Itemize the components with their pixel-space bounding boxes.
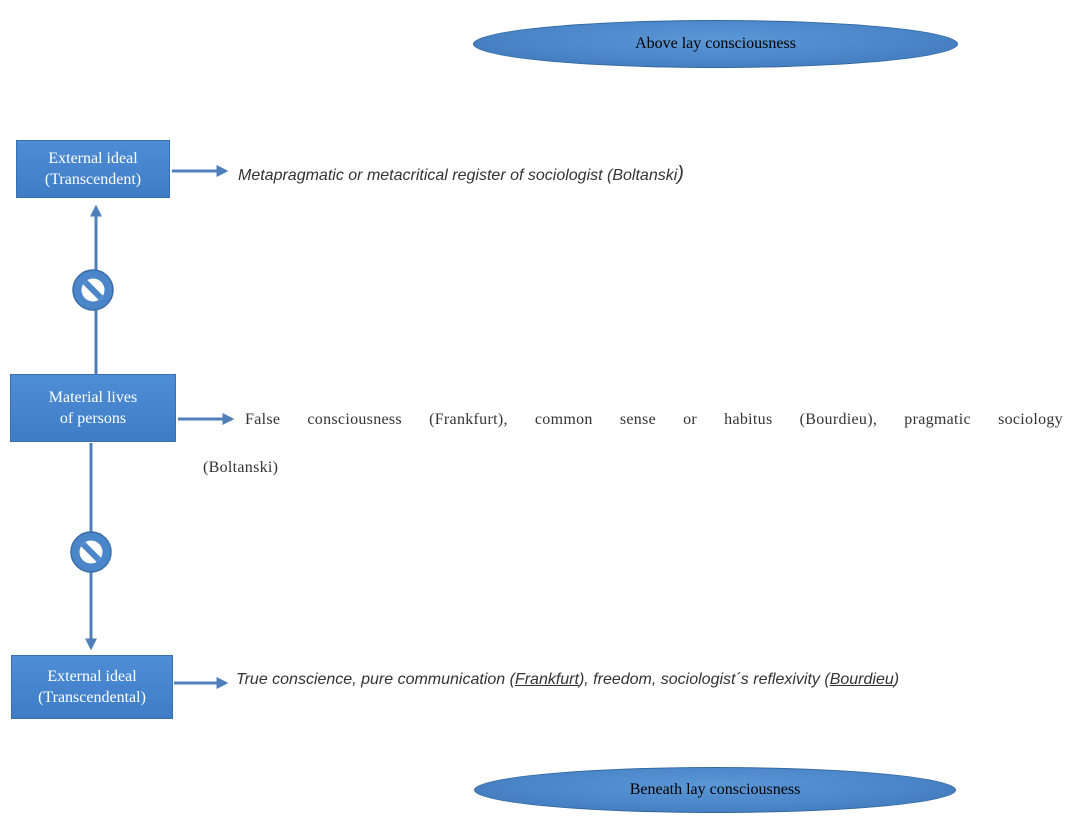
prohibition-icon — [70, 531, 112, 573]
external-ideal-transcendent-box: External ideal (Transcendent) — [16, 140, 170, 198]
prohibition-icon — [72, 269, 114, 311]
box-bot-line1: External ideal — [47, 668, 137, 685]
true-conscience-text-1: True conscience, pure communication ( — [236, 671, 515, 688]
false-consciousness-label-line1: False consciousness (Frankfurt), common … — [245, 411, 1063, 428]
metapragmatic-label: Metapragmatic or metacritical register o… — [238, 163, 684, 186]
true-conscience-text-3: ) — [893, 671, 900, 688]
bourdieu-link-text: Bourdieu — [829, 671, 894, 688]
metapragmatic-close-paren: ) — [677, 163, 684, 185]
box-mid-line2: of persons — [59, 410, 127, 427]
true-conscience-label: True conscience, pure communication (Fra… — [236, 671, 899, 689]
beneath-lay-consciousness-label: Beneath lay consciousness — [629, 781, 801, 798]
true-conscience-text-2: ), freedom, sociologist´s reflexivity ( — [578, 671, 830, 688]
box-top-line1: External ideal — [48, 150, 138, 167]
box-top-line2: (Transcendent) — [44, 171, 142, 188]
box-bot-line2: (Transcendental) — [38, 689, 146, 706]
frankfurt-link-text: Frankfurt — [514, 671, 579, 688]
above-lay-consciousness-label: Above lay consciousness — [635, 35, 796, 52]
external-ideal-transcendental-box: External ideal (Transcendental) — [11, 655, 173, 719]
beneath-lay-consciousness-ellipse: Beneath lay consciousness — [474, 767, 956, 813]
above-lay-consciousness-ellipse: Above lay consciousness — [473, 20, 958, 68]
box-mid-line1: Material lives — [48, 389, 138, 406]
metapragmatic-text: Metapragmatic or metacritical register o… — [238, 167, 678, 184]
material-lives-box: Material lives of persons — [10, 374, 176, 442]
false-consciousness-label-line2: (Boltanski) — [203, 459, 279, 476]
